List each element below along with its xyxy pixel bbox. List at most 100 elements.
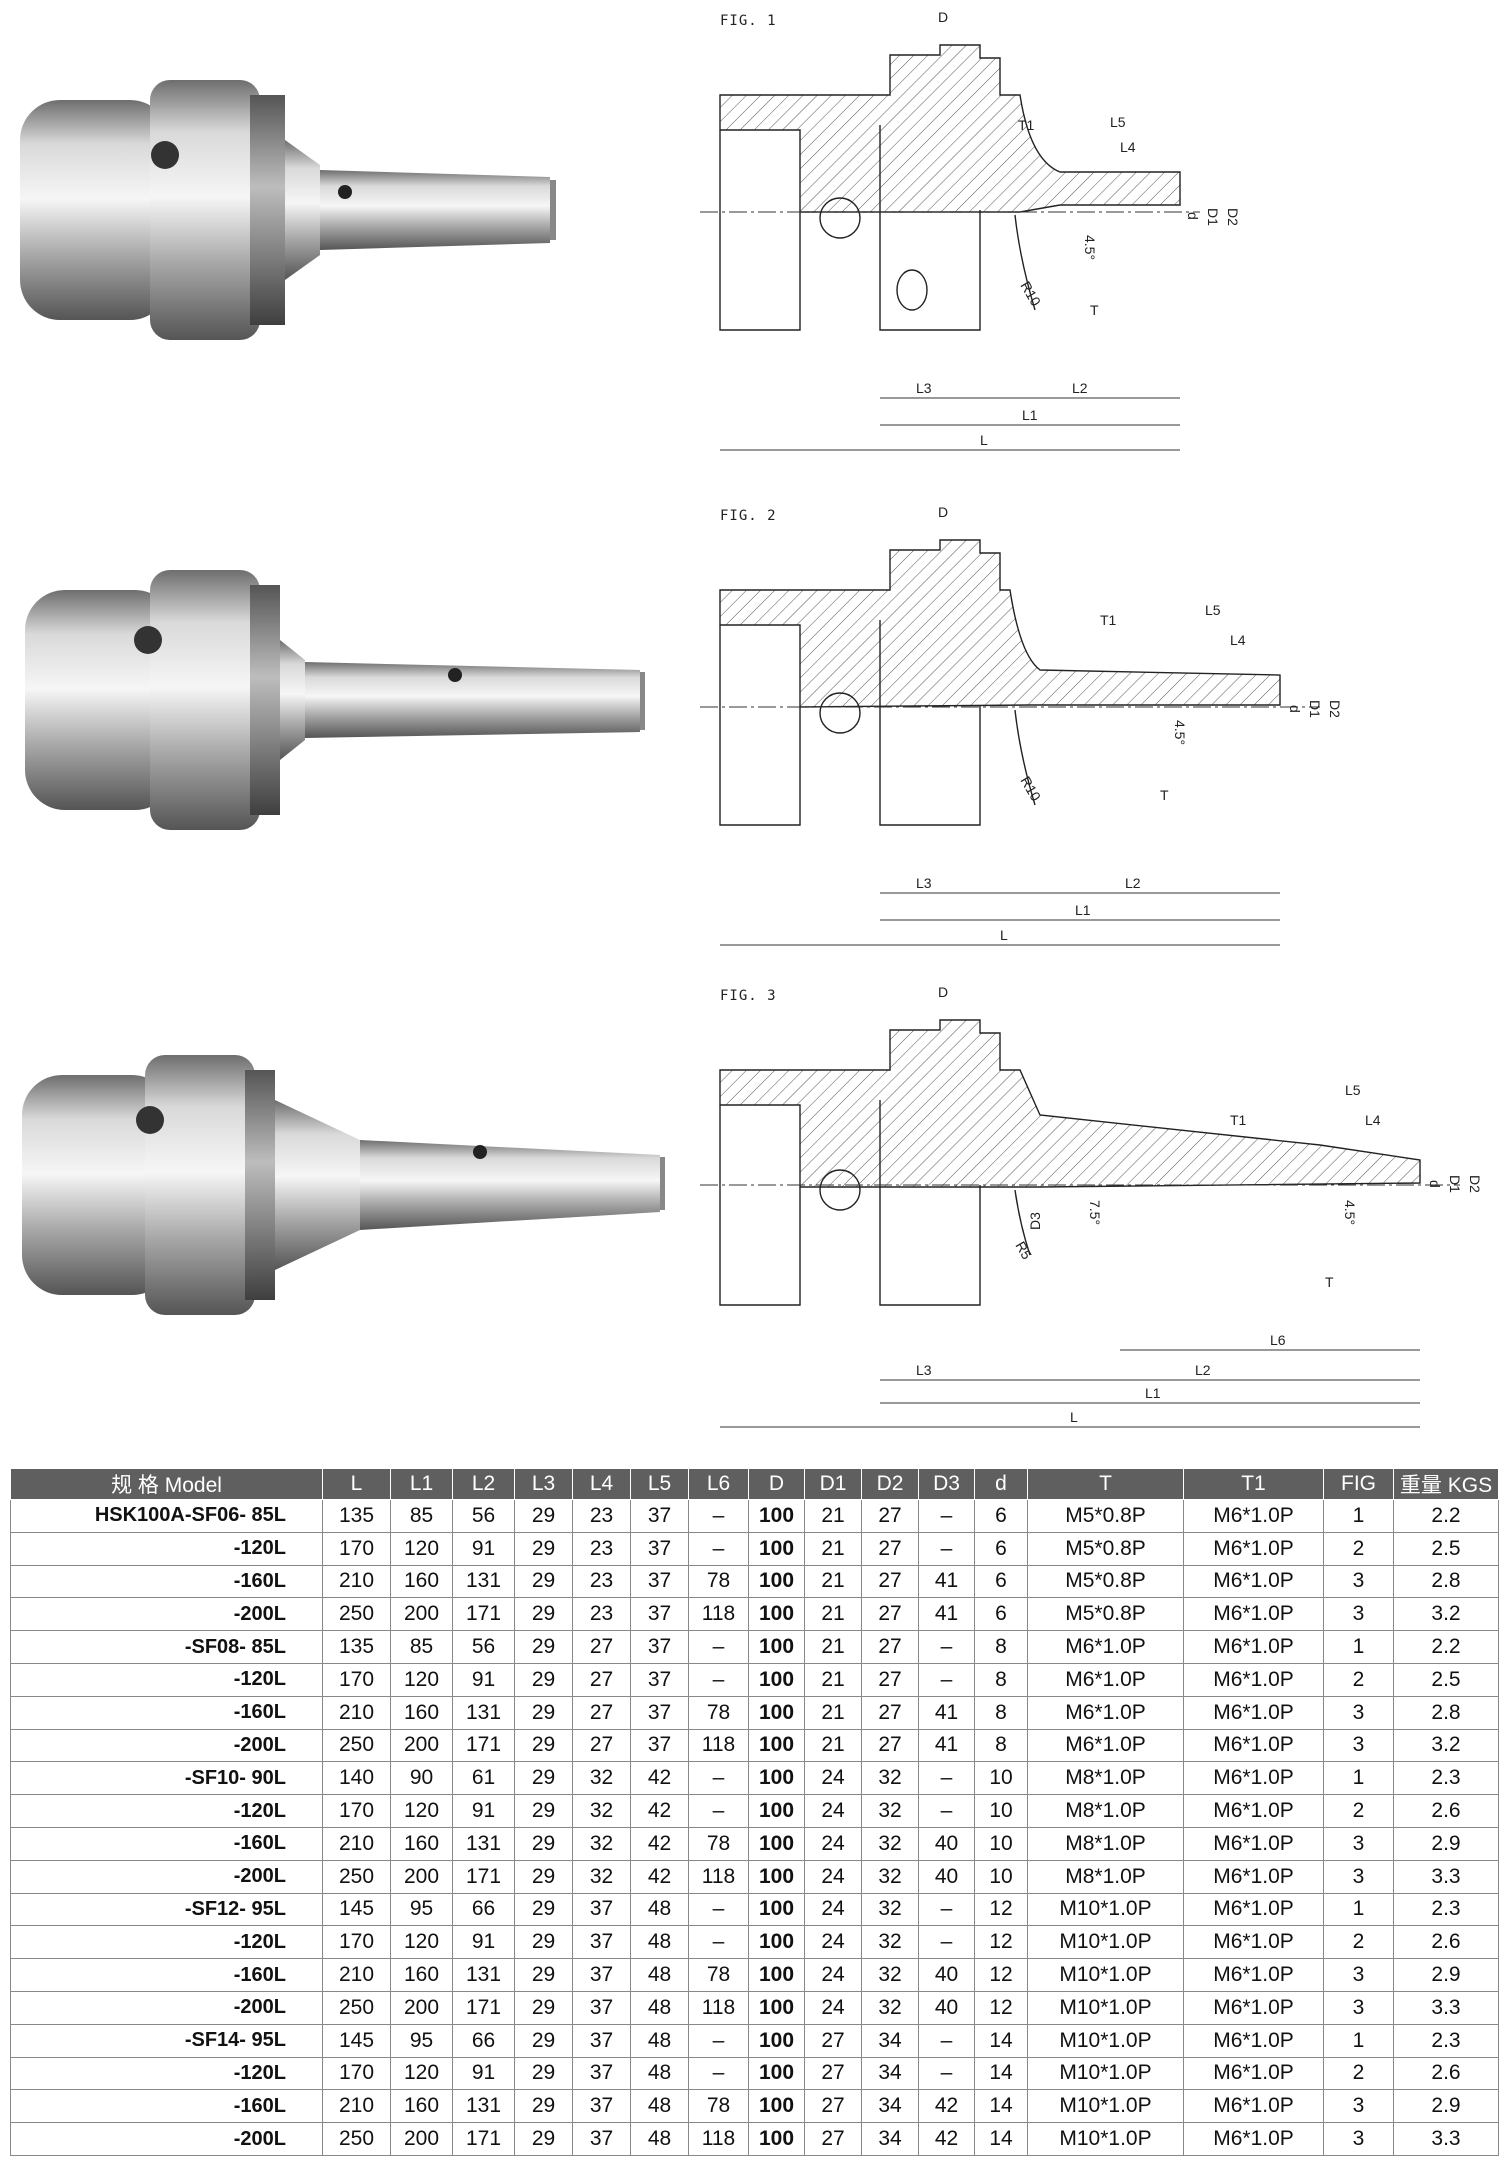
table-cell: 48 [630, 2023, 689, 2058]
table-cell: 37 [572, 2023, 631, 2058]
column-header: T1 [1183, 1468, 1324, 1500]
table-cell: 100 [748, 2056, 805, 2091]
table-cell: 210 [322, 2089, 391, 2124]
table-cell: 32 [572, 1859, 631, 1894]
table-cell: 3 [1323, 1597, 1394, 1632]
table-cell: 2.2 [1393, 1499, 1499, 1533]
table-cell: 170 [322, 1531, 391, 1566]
table-cell: 29 [514, 2056, 573, 2091]
table-cell: M6*1.0P [1183, 2122, 1324, 2156]
table-cell: 200 [390, 1597, 453, 1632]
table-cell: 100 [748, 1597, 805, 1632]
table-cell: 100 [748, 1531, 805, 1566]
table-cell: 91 [452, 1531, 515, 1566]
table-cell: 37 [630, 1531, 689, 1566]
model-cell: -SF10- 90L [10, 1761, 323, 1796]
svg-text:R5: R5 [1012, 1239, 1035, 1263]
table-cell: 8 [974, 1695, 1028, 1730]
table-cell: 32 [861, 1826, 919, 1861]
product-photo-fig3 [22, 1055, 665, 1315]
svg-text:D1: D1 [1205, 208, 1221, 226]
table-cell: 2 [1323, 1662, 1394, 1697]
svg-text:T: T [1090, 302, 1099, 318]
table-cell: 40 [918, 1826, 975, 1861]
table-cell: 37 [572, 2056, 631, 2091]
table-cell: M10*1.0P [1027, 2056, 1184, 2091]
table-cell: 100 [748, 1925, 805, 1960]
column-header: 规 格 Model [10, 1468, 323, 1500]
table-cell: M6*1.0P [1183, 2056, 1324, 2091]
table-cell: 250 [322, 1728, 391, 1763]
table-cell: 21 [804, 1499, 862, 1533]
table-cell: 24 [804, 1925, 862, 1960]
table-cell: 1 [1323, 2023, 1394, 2058]
table-cell: 29 [514, 1695, 573, 1730]
table-cell: 29 [514, 2023, 573, 2058]
table-cell: 200 [390, 1728, 453, 1763]
model-cell: -120L [10, 1925, 323, 1960]
table-cell: M6*1.0P [1183, 1531, 1324, 1566]
table-cell: 2.2 [1393, 1630, 1499, 1664]
table-cell: – [918, 2056, 975, 2091]
table-cell: 32 [861, 1990, 919, 2025]
table-cell: 34 [861, 2023, 919, 2058]
table-cell: 2.3 [1393, 1761, 1499, 1796]
table-cell: 29 [514, 2122, 573, 2156]
table-cell: 2.6 [1393, 2056, 1499, 2091]
table-cell: M5*0.8P [1027, 1499, 1184, 1533]
table-cell: – [688, 1794, 749, 1828]
table-cell: 37 [630, 1695, 689, 1730]
table-cell: 66 [452, 2023, 515, 2058]
table-cell: – [918, 1662, 975, 1697]
table-cell: 48 [630, 2089, 689, 2124]
table-cell: 27 [804, 2089, 862, 2124]
table-cell: 37 [572, 1892, 631, 1927]
product-photo-fig2 [25, 570, 645, 830]
svg-text:D3: D3 [1027, 1212, 1043, 1230]
table-cell: M10*1.0P [1027, 1925, 1184, 1960]
table-cell: 27 [572, 1630, 631, 1664]
svg-text:L4: L4 [1365, 1112, 1381, 1128]
table-cell: – [918, 2023, 975, 2058]
table-cell: 2 [1323, 2056, 1394, 2091]
model-cell: -120L [10, 1794, 323, 1828]
svg-text:D2: D2 [1225, 208, 1241, 226]
table-cell: 42 [630, 1826, 689, 1861]
table-cell: – [918, 1761, 975, 1796]
table-cell: 100 [748, 1695, 805, 1730]
table-cell: 32 [861, 1794, 919, 1828]
svg-text:L: L [1070, 1409, 1078, 1425]
table-cell: M6*1.0P [1183, 1662, 1324, 1697]
model-cell: -200L [10, 1990, 323, 2025]
table-cell: 1 [1323, 1892, 1394, 1927]
table-cell: 10 [974, 1826, 1028, 1861]
table-cell: M6*1.0P [1183, 1925, 1324, 1960]
table-cell: 2.9 [1393, 1826, 1499, 1861]
table-cell: – [688, 1892, 749, 1927]
column-header: D [748, 1468, 805, 1500]
table-cell: 100 [748, 1958, 805, 1992]
table-cell: – [688, 2023, 749, 2058]
table-cell: 2.6 [1393, 1925, 1499, 1960]
table-cell: 24 [804, 1794, 862, 1828]
model-cell: -SF08- 85L [10, 1630, 323, 1664]
table-cell: 171 [452, 1859, 515, 1894]
table-cell: 42 [918, 2122, 975, 2156]
table-cell: M6*1.0P [1027, 1630, 1184, 1664]
table-cell: 24 [804, 1892, 862, 1927]
table-cell: 100 [748, 1662, 805, 1697]
table-cell: 29 [514, 1826, 573, 1861]
table-cell: M6*1.0P [1027, 1695, 1184, 1730]
table-cell: 100 [748, 1499, 805, 1533]
table-cell: 21 [804, 1695, 862, 1730]
model-cell: -160L [10, 1958, 323, 1992]
table-cell: – [918, 1531, 975, 1566]
table-cell: 37 [572, 1925, 631, 1960]
